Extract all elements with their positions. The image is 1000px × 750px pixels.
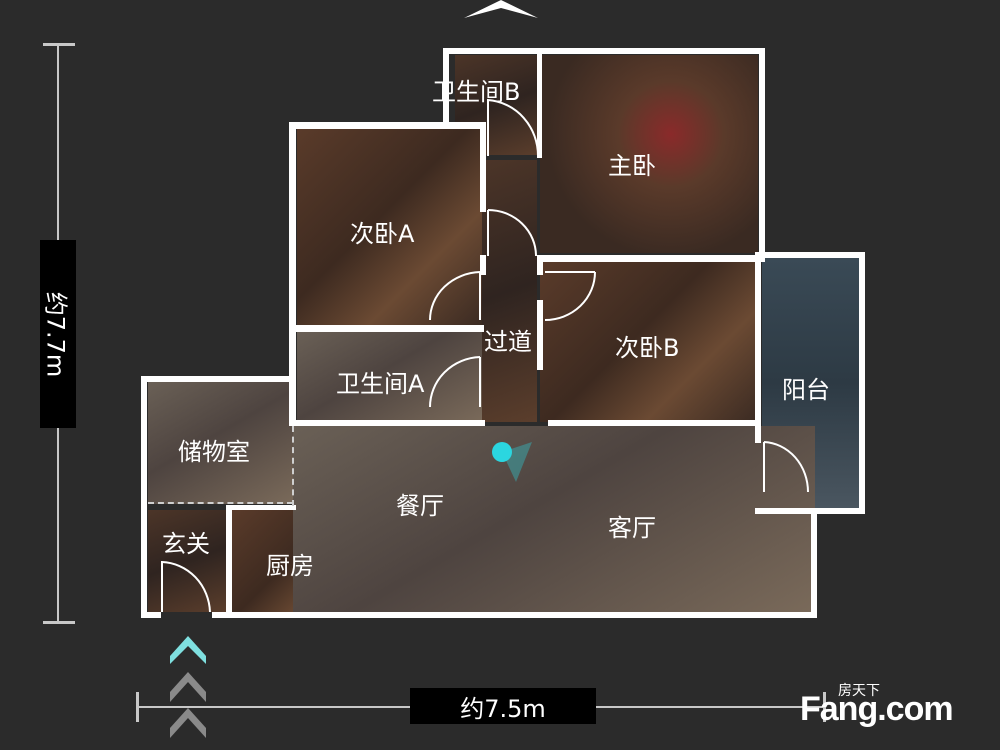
kitchen-label: 厨房 <box>266 552 314 580</box>
wall <box>289 122 485 129</box>
corridor-area <box>482 160 537 422</box>
dashed-partition <box>292 426 294 506</box>
storage-label: 储物室 <box>178 438 250 466</box>
door-swing-icon <box>487 209 537 257</box>
wall <box>548 420 761 426</box>
brand-tagline: 房天下 <box>838 682 880 698</box>
wall <box>537 255 543 275</box>
bathroom-b-label: 卫生间B <box>432 78 521 106</box>
north-arrow-icon <box>464 0 538 18</box>
bedroom-a-area <box>297 128 482 326</box>
wall <box>755 252 865 258</box>
dining-living-area <box>293 426 815 612</box>
brand-logo: Fang.com <box>800 690 954 728</box>
bathroom-a-label: 卫生间A <box>336 370 425 398</box>
wall <box>480 122 486 212</box>
corridor-label: 过道 <box>484 328 532 356</box>
wall <box>226 505 232 615</box>
wall <box>811 508 817 618</box>
wall <box>443 48 765 54</box>
master-bedroom-label: 主卧 <box>608 152 656 180</box>
dimension-tick <box>43 621 75 624</box>
dimension-tick <box>823 692 826 722</box>
wall <box>859 252 865 514</box>
door-swing-icon <box>763 441 810 493</box>
balcony-label: 阳台 <box>782 376 830 404</box>
entrance-label: 玄关 <box>162 530 210 558</box>
wall <box>537 255 765 262</box>
bedroom-b-label: 次卧B <box>615 334 680 362</box>
wall <box>759 48 765 262</box>
width-dimension-label: 约7.5m <box>460 694 546 723</box>
dining-label: 餐厅 <box>396 492 444 520</box>
storage-area <box>148 382 293 504</box>
wall <box>296 325 484 332</box>
door-swing-icon <box>429 356 481 408</box>
wall <box>141 376 293 382</box>
door-swing-icon <box>544 271 596 321</box>
wall <box>141 612 161 618</box>
bedroom-a-label: 次卧A <box>350 220 415 248</box>
dashed-partition <box>148 502 293 504</box>
wall <box>289 122 296 426</box>
wall <box>755 508 865 514</box>
wall <box>480 255 486 275</box>
master-bedroom-area <box>540 55 758 253</box>
entry-arrows-icon <box>170 636 206 738</box>
wall <box>289 420 485 426</box>
wall <box>537 300 543 370</box>
position-marker-icon <box>492 442 532 482</box>
wall <box>141 376 147 618</box>
wall <box>755 255 761 443</box>
door-swing-icon <box>487 98 540 157</box>
width-dimension-box: 约7.5m <box>410 688 596 724</box>
living-label: 客厅 <box>608 514 656 542</box>
height-dimension-label: 约7.7m <box>41 291 70 377</box>
dimension-tick <box>136 692 139 722</box>
dimension-tick <box>43 43 75 46</box>
height-dimension-box: 约7.7m <box>40 240 76 428</box>
bedroom-b-area <box>540 262 758 422</box>
door-swing-icon <box>429 271 481 321</box>
bathroom-a-area <box>297 332 482 422</box>
wall <box>443 48 449 124</box>
wall <box>537 54 542 158</box>
wall <box>226 505 296 510</box>
wall <box>212 612 817 618</box>
door-swing-icon <box>161 560 211 613</box>
